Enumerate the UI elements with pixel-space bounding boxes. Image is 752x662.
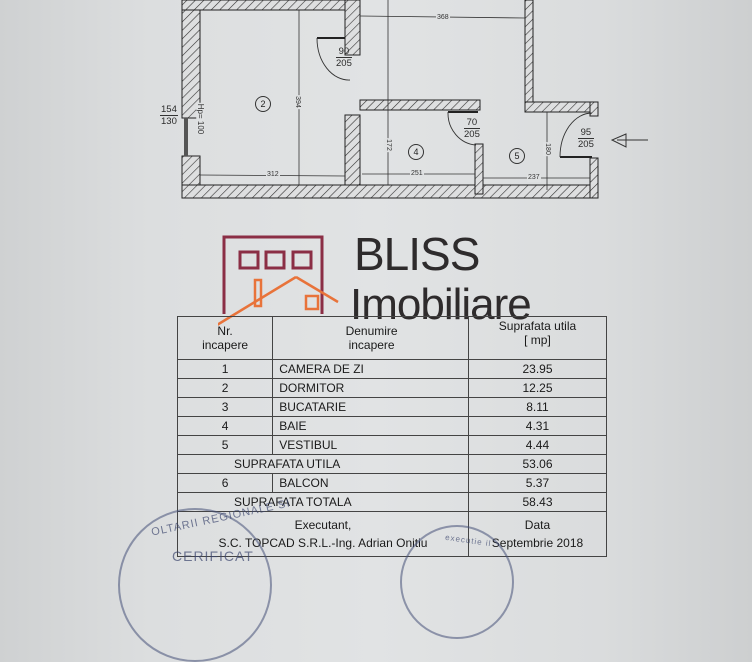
date-value: Septembrie 2018 [491, 536, 584, 550]
room-number-4: 4 [408, 144, 424, 160]
door-size-label-room2: 90 205 [336, 46, 352, 69]
cell-area: 12.25 [467, 378, 608, 398]
header-area: Suprafata utila [ mp] [467, 316, 608, 360]
executant-value: S.C. TOPCAD S.R.L.-Ing. Adrian Onitiu [218, 536, 428, 550]
cell-name: VESTIBUL [272, 435, 469, 455]
window-size-label: 154 130 [160, 104, 178, 127]
cell-nr: 6 [176, 473, 274, 493]
dimension-room5-width: 237 [527, 174, 541, 182]
cell-area: 8.11 [467, 397, 608, 417]
total-area: 58.43 [467, 492, 608, 512]
dimension-room2-width: 312 [266, 171, 280, 179]
dimension-room4-height: 172 [383, 138, 392, 152]
official-stamp-left [118, 508, 272, 662]
cell-nr: 4 [176, 416, 274, 436]
table-row: 2 DORMITOR 12.25 [176, 378, 608, 398]
dimension-room4-width: 251 [410, 170, 424, 178]
table-row: 5 VESTIBUL 4.44 [176, 435, 608, 455]
dimension-room5-height: 180 [542, 142, 551, 156]
logo-text-bliss: BLISS [354, 228, 480, 280]
table-row: 1 CAMERA DE ZI 23.95 [176, 359, 608, 379]
floor-plan-drawing [181, 0, 648, 199]
room-number-5: 5 [509, 148, 525, 164]
cell-area: 4.44 [467, 435, 608, 455]
dimension-room2-height: 394 [292, 95, 301, 109]
cell-area: 4.31 [467, 416, 608, 436]
arrow-left-icon [610, 133, 648, 148]
cell-area: 23.95 [467, 359, 608, 379]
cell-name: CAMERA DE ZI [272, 359, 469, 379]
subtotal-label: SUPRAFATA UTILA [177, 454, 469, 474]
cell-nr: 3 [176, 397, 274, 417]
stamp-text-certificat: CERIFICAT [172, 548, 254, 564]
header-name: Denumire incapere [272, 316, 469, 360]
window-sill-height: Hp= 100 [196, 102, 206, 136]
date-label: Data [524, 518, 551, 532]
balcony-row: 6 BALCON 5.37 [176, 473, 608, 493]
table-row: 3 BUCATARIE 8.11 [176, 397, 608, 417]
header-nr: Nr. incapere [176, 316, 274, 360]
door-size-label-entrance: 95 205 [578, 127, 594, 150]
cell-nr: 1 [176, 359, 274, 379]
cell-name: BALCON [272, 473, 469, 493]
table-row: 4 BAIE 4.31 [176, 416, 608, 436]
cell-nr: 2 [176, 378, 274, 398]
table-header-row: Nr. incapere Denumire incapere Suprafata… [176, 316, 608, 360]
floor-plan: 368 394 312 172 251 180 237 Hp= 100 154 … [0, 0, 752, 240]
cell-nr: 5 [176, 435, 274, 455]
subtotal-area: 53.06 [467, 454, 608, 474]
room-number-2: 2 [255, 96, 271, 112]
cell-name: BUCATARIE [272, 397, 469, 417]
cell-area: 5.37 [467, 473, 608, 493]
executant-label: Executant, [294, 518, 352, 532]
total-label: SUPRAFATA TOTALA [177, 492, 469, 512]
cell-name: DORMITOR [272, 378, 469, 398]
door-size-label-room4: 70 205 [464, 117, 480, 140]
subtotal-row: SUPRAFATA UTILA 53.06 [177, 454, 608, 474]
room-area-table: Nr. incapere Denumire incapere Suprafata… [176, 316, 608, 557]
dimension-top-width: 368 [436, 14, 450, 22]
cell-name: BAIE [272, 416, 469, 436]
